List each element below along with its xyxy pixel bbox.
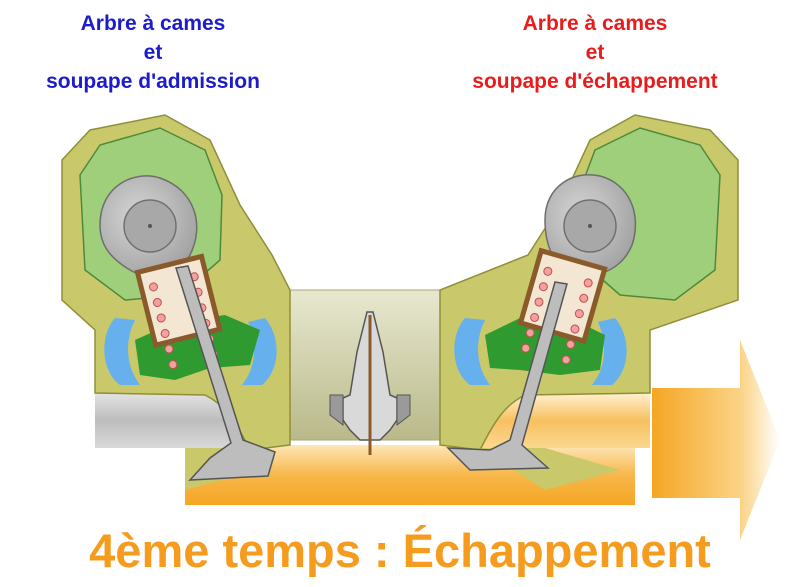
exhaust-label-line3: soupape d'échappement: [472, 70, 718, 93]
intake-coolant-passage-inner: [242, 318, 277, 385]
exhaust-coolant-passage-inner: [592, 318, 627, 385]
exhaust-flow-arrow: [652, 340, 780, 540]
intake-label-line3: soupape d'admission: [46, 70, 260, 93]
intake-valve: [175, 265, 276, 481]
exhaust-valve: [446, 281, 568, 471]
intake-coolant-passage-outer: [104, 318, 140, 385]
exhaust-label-line2: et: [585, 41, 605, 64]
intake-label-line1: Arbre à cames: [80, 12, 226, 35]
exhaust-coolant-passage-outer: [454, 318, 490, 385]
exhaust-camshaft-center: [588, 224, 592, 228]
exhaust-camshaft-label: Arbre à cames et soupape d'échappement: [450, 9, 740, 96]
intake-camshaft-label: Arbre à cames et soupape d'admission: [18, 9, 288, 96]
exhaust-label-line1: Arbre à cames: [522, 12, 668, 35]
intake-label-line2: et: [143, 41, 163, 64]
intake-camshaft-center: [148, 224, 152, 228]
spark-plug: [329, 311, 411, 455]
stroke-stage-title: 4ème temps : Échappement: [89, 524, 711, 577]
